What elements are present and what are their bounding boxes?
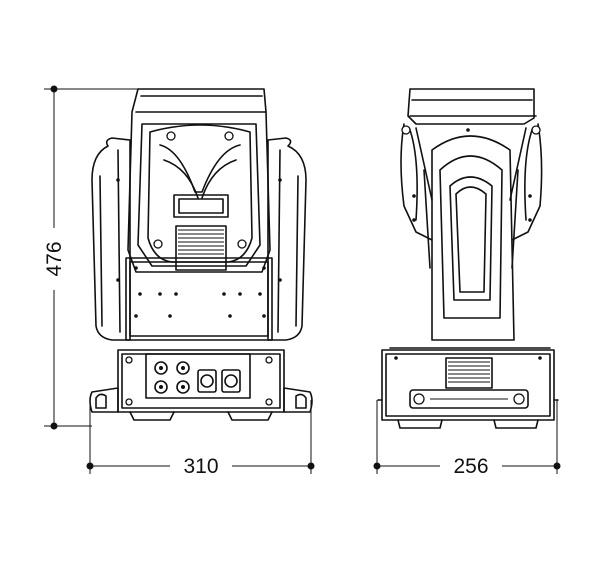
side-width-label: 256 <box>453 455 488 478</box>
front-right-yoke-arm <box>267 137 307 341</box>
side-view <box>377 88 559 429</box>
height-label: 476 <box>43 241 66 276</box>
front-width-dimension: 310 <box>86 400 315 478</box>
side-width-dimension: 256 <box>373 400 561 478</box>
front-view <box>89 88 313 421</box>
front-head <box>127 88 271 273</box>
side-head <box>400 88 543 241</box>
front-head-vent <box>178 229 224 267</box>
front-connectors <box>154 361 241 394</box>
front-width-label: 310 <box>183 455 218 478</box>
front-base <box>89 349 313 421</box>
side-base-vent <box>445 357 493 389</box>
front-left-yoke-arm <box>91 137 131 341</box>
side-yoke-arm <box>423 128 519 341</box>
height-dimension: 476 <box>43 85 148 430</box>
side-base <box>377 347 559 429</box>
front-yoke-body <box>116 178 282 341</box>
